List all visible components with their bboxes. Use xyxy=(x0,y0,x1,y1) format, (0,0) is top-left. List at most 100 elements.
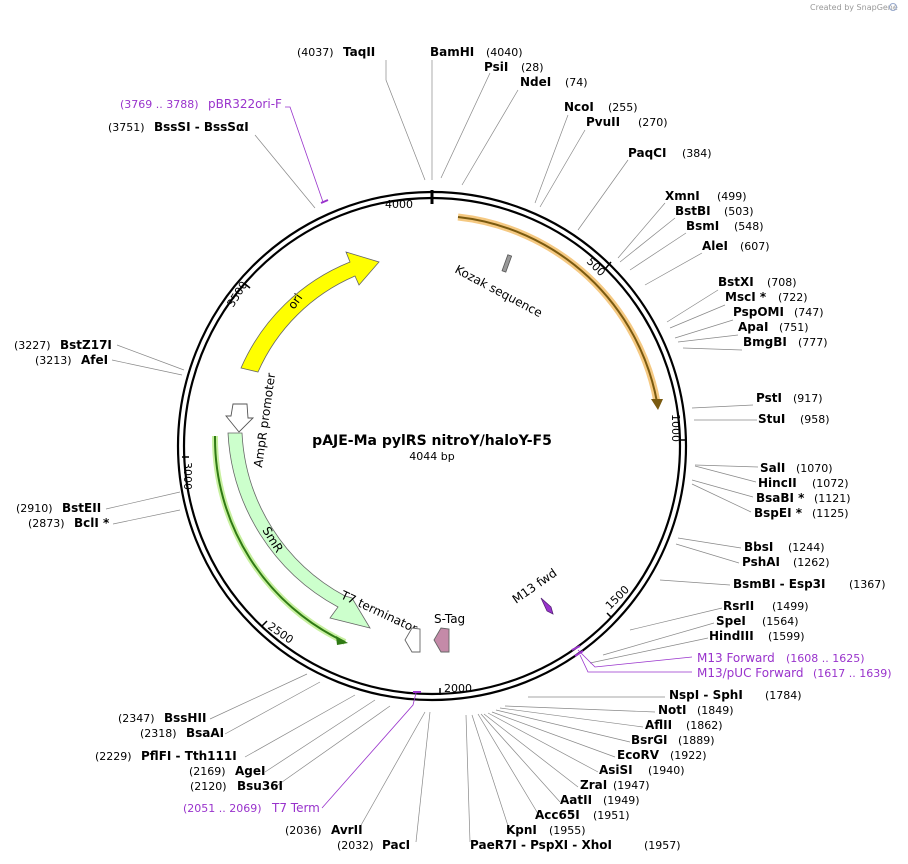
leader-pvuii xyxy=(539,129,586,208)
leader-afei xyxy=(111,359,183,376)
ampr-promoter-arrow xyxy=(225,403,255,433)
leader-agei xyxy=(264,699,376,773)
site-pos-psti: (917) xyxy=(793,392,823,405)
leader-bsabi xyxy=(691,479,754,498)
site-pos-alei: (607) xyxy=(740,240,770,253)
site-pos-pvuii: (270) xyxy=(638,116,668,129)
site-pos-afei: (3213) xyxy=(35,354,72,367)
site-name-hindiii: HindIII xyxy=(709,629,754,643)
site-pos-bcli: (2873) xyxy=(28,517,65,530)
site-name-bstxi: BstXI xyxy=(718,275,754,289)
leader-m13-puc-forward xyxy=(579,654,692,673)
site-name-bsmbi: BsmBI - Esp3I xyxy=(733,577,825,591)
leader-paqci xyxy=(577,159,629,231)
site-name-bmgbi: BmgBI xyxy=(743,335,787,349)
leader-aflii xyxy=(499,707,644,728)
site-pos-nspi: (1784) xyxy=(765,689,802,702)
site-pos-apai: (751) xyxy=(779,321,809,334)
site-pos-paci: (2032) xyxy=(337,839,374,852)
site-name-paer7i: PaeR7I - PspXI - XhoI xyxy=(470,838,612,852)
site-name-paqci: PaqCI xyxy=(628,146,666,160)
site-pos-bsmbi: (1367) xyxy=(849,578,886,591)
leader-bsshii xyxy=(209,673,308,720)
site-name-pvuii: PvuII xyxy=(586,115,620,129)
site-name-stui: StuI xyxy=(758,412,785,426)
leader-aatii xyxy=(480,713,561,803)
green-arc xyxy=(213,435,346,643)
primer-name-m13-puc-forward: M13/pUC Forward xyxy=(697,666,804,680)
leader-acc65i xyxy=(477,713,541,818)
site-name-bstz17i: BstZ17I xyxy=(60,338,112,352)
gene-arc xyxy=(457,216,658,403)
leader-bsssi xyxy=(254,134,316,209)
site-name-bsaai: BsaAI xyxy=(186,726,224,740)
leader-apai xyxy=(677,334,739,343)
site-name-ncoi: NcoI xyxy=(564,100,594,114)
primer-name-m13-forward: M13 Forward xyxy=(697,651,775,665)
site-pos-noti: (1849) xyxy=(697,704,734,717)
site-name-bsu36i: Bsu36I xyxy=(237,779,283,793)
tick-500 xyxy=(605,261,612,269)
site-name-bbsi: BbsI xyxy=(744,540,773,554)
leader-bbsi xyxy=(677,537,742,549)
tick-label-2000: 2000 xyxy=(444,682,472,695)
site-name-ecorv: EcoRV xyxy=(617,748,660,762)
leader-spei xyxy=(602,622,715,656)
site-name-pshai: PshAI xyxy=(742,555,780,569)
site-name-apai: ApaI xyxy=(738,320,768,334)
site-pos-asisi: (1940) xyxy=(648,764,685,777)
site-name-hincii: HincII xyxy=(758,476,797,490)
leader-bstbi xyxy=(619,217,676,263)
site-name-ndei: NdeI xyxy=(520,75,551,89)
leader-paci xyxy=(415,711,431,843)
site-name-avrii: AvrII xyxy=(331,823,363,837)
site-name-aflii: AflII xyxy=(645,718,672,732)
kozak-marker xyxy=(501,254,513,273)
gene-arc-halo xyxy=(457,213,661,403)
site-pos-bmgbi: (777) xyxy=(798,336,828,349)
site-name-zrai: ZraI xyxy=(580,778,607,792)
site-name-afei: AfeI xyxy=(81,353,108,367)
leader-hindiii xyxy=(589,637,709,664)
leader-pspomi xyxy=(674,319,734,339)
leader-ecorv xyxy=(491,711,616,758)
site-name-noti: NotI xyxy=(658,703,687,717)
site-name-msci: MscI * xyxy=(725,290,767,304)
leader-bsrgi xyxy=(495,709,631,743)
smr-arrow xyxy=(227,432,371,629)
leader-alei xyxy=(644,252,703,286)
leader-asisi xyxy=(487,712,599,773)
site-name-bsrgi: BsrGI xyxy=(631,733,668,747)
ori-arrow xyxy=(240,251,380,373)
leader-pflfi xyxy=(244,694,356,758)
site-pos-bstxi: (708) xyxy=(767,276,797,289)
site-pos-sali: (1070) xyxy=(796,462,833,475)
primer-pos-m13-forward: (1608 .. 1625) xyxy=(786,652,865,665)
site-name-spei: SpeI xyxy=(716,614,746,628)
m13fwd-label: M13 fwd xyxy=(510,566,560,607)
site-name-bsssi: BssSI - BssSαI xyxy=(154,120,249,134)
site-pos-bsshii: (2347) xyxy=(118,712,155,725)
leader-pshai xyxy=(675,543,740,564)
site-name-bamhi: BamHI xyxy=(430,45,474,59)
primer-mark-m13 xyxy=(571,645,581,651)
site-pos-bsabi: (1121) xyxy=(814,492,851,505)
site-name-sali: SalI xyxy=(760,461,785,475)
leader-psii xyxy=(440,72,491,179)
leader-ndei xyxy=(461,89,519,186)
site-name-bsshii: BssHII xyxy=(164,711,206,725)
leader-msci xyxy=(669,304,726,329)
site-pos-bsmi: (548) xyxy=(734,220,764,233)
leader-pbr322ori-f xyxy=(285,106,324,203)
site-name-xmni: XmnI xyxy=(665,189,700,203)
leader-kpni xyxy=(471,714,511,833)
site-pos-zrai: (1947) xyxy=(613,779,650,792)
m13fwd-arrow xyxy=(540,597,554,615)
site-pos-bsssi: (3751) xyxy=(108,121,145,134)
snapgene-logo-icon xyxy=(889,3,897,11)
site-name-alei: AleI xyxy=(702,239,728,253)
leader-avrii xyxy=(359,711,426,828)
primer-leader-lines xyxy=(285,106,693,809)
site-pos-ndei: (74) xyxy=(565,76,588,89)
site-pos-bsu36i: (2120) xyxy=(190,780,227,793)
